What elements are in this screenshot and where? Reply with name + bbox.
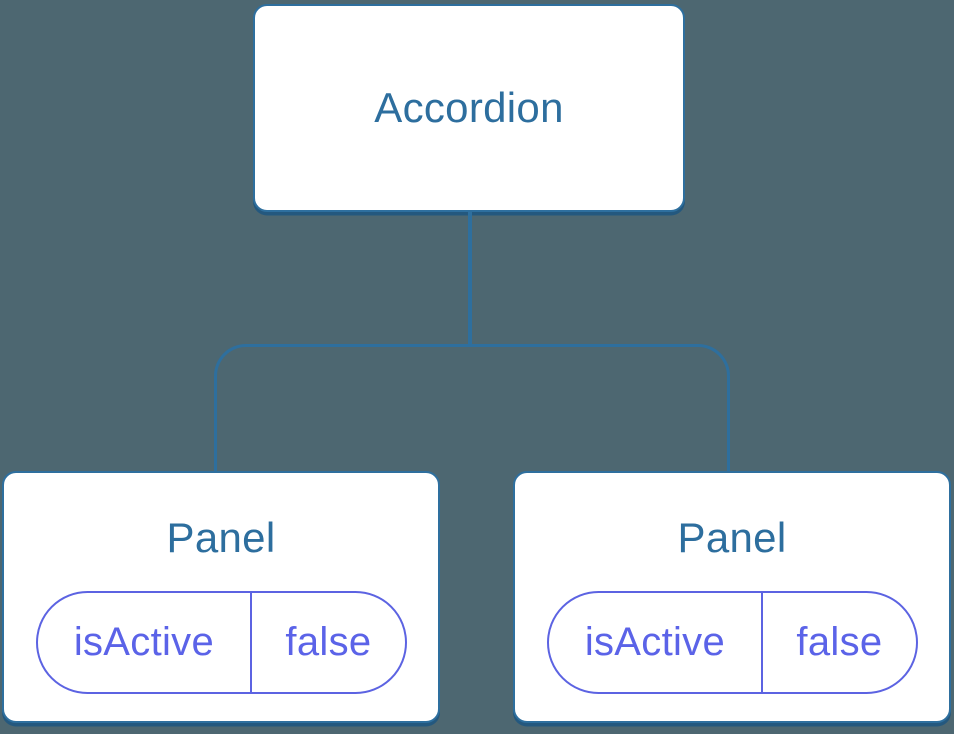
state-value: false	[796, 620, 883, 665]
branch-connector-bracket	[214, 344, 730, 471]
accordion-node-label: Accordion	[374, 83, 564, 131]
state-pill: isActive false	[546, 591, 918, 695]
state-key: isActive	[549, 593, 764, 693]
accordion-node: Accordion	[253, 4, 685, 212]
state-key: isActive	[38, 593, 253, 693]
state-pill: isActive false	[35, 591, 407, 695]
state-value: false	[285, 620, 372, 665]
panel-node-label: Panel	[677, 514, 787, 561]
panel-node-right: Panel isActive false	[513, 471, 951, 723]
panel-node-left: Panel isActive false	[2, 471, 440, 723]
root-connector-line	[468, 212, 472, 346]
panel-node-label: Panel	[166, 514, 276, 561]
